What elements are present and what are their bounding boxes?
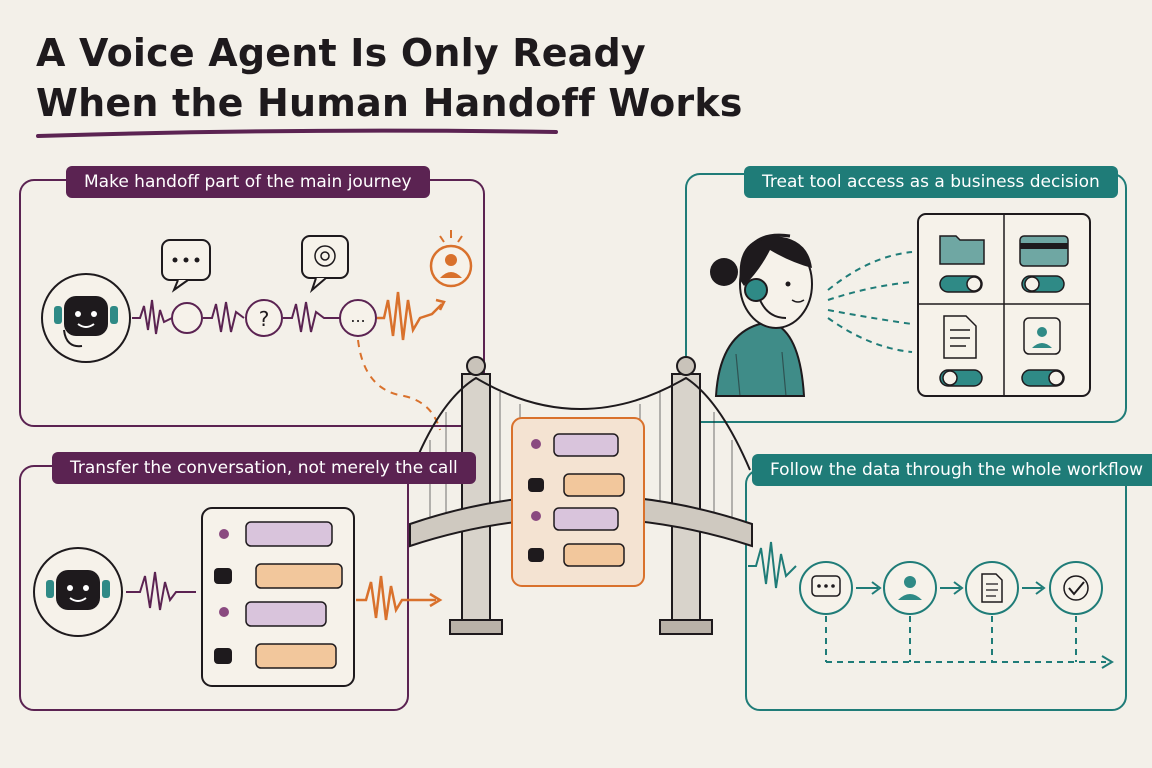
workflow-check-icon bbox=[1049, 561, 1103, 615]
workflow-data-line bbox=[825, 616, 1106, 663]
transfer-chat-lines bbox=[214, 521, 343, 669]
title-line-2: When the Human Handoff Works bbox=[36, 81, 743, 125]
workflow-chat-icon bbox=[799, 561, 853, 615]
workflow-data-arrowhead bbox=[1101, 655, 1114, 669]
transfer-arrowhead bbox=[429, 592, 443, 608]
bridge-chat-lines bbox=[528, 433, 625, 567]
transfer-transcript-card bbox=[201, 507, 355, 687]
tools-panel-label: Treat tool access as a business decision bbox=[744, 166, 1118, 198]
ai-thought-icon bbox=[301, 235, 349, 294]
journey-wave bbox=[132, 299, 173, 335]
credit-card-icon bbox=[1019, 235, 1069, 267]
title-line-1: A Voice Agent Is Only Ready bbox=[36, 31, 646, 75]
journey-step-start bbox=[171, 302, 203, 334]
transfer-wave bbox=[126, 571, 196, 611]
journey-dots: ... bbox=[350, 307, 365, 326]
workflow-arrow-2 bbox=[940, 581, 964, 595]
journey-wave-2 bbox=[203, 301, 245, 333]
journey-dashed-connector bbox=[357, 339, 441, 431]
folder-icon bbox=[939, 235, 985, 265]
journey-wave-3 bbox=[283, 301, 340, 333]
profile-toggle[interactable] bbox=[1021, 369, 1065, 387]
workflow-wave bbox=[748, 541, 797, 589]
folder-toggle[interactable] bbox=[939, 275, 983, 293]
transfer-orange-wave bbox=[356, 575, 436, 621]
journey-panel-label: Make handoff part of the main journey bbox=[66, 166, 430, 198]
profile-card-icon bbox=[1023, 317, 1061, 355]
journey-orange-wave bbox=[377, 291, 443, 341]
tool-dashed-links bbox=[827, 251, 913, 353]
transfer-robot-avatar bbox=[33, 547, 123, 637]
document-toggle[interactable] bbox=[939, 369, 983, 387]
chat-bubble-icon bbox=[161, 239, 211, 293]
workflow-person-icon bbox=[883, 561, 937, 615]
transfer-panel-label: Transfer the conversation, not merely th… bbox=[52, 452, 476, 484]
journey-step-dots bbox=[339, 299, 377, 337]
human-agent-headset bbox=[710, 233, 813, 397]
page-title: A Voice Agent Is Only Ready When the Hum… bbox=[36, 28, 743, 128]
human-agent-icon bbox=[429, 230, 473, 288]
title-underline bbox=[36, 128, 558, 138]
journey-question-mark: ? bbox=[259, 307, 270, 331]
credit-card-toggle[interactable] bbox=[1021, 275, 1065, 293]
workflow-arrow-3 bbox=[1022, 581, 1046, 595]
journey-step-question bbox=[245, 299, 283, 337]
document-icon bbox=[943, 315, 977, 359]
workflow-arrow-1 bbox=[856, 581, 882, 595]
journey-arrowhead bbox=[435, 298, 446, 311]
journey-robot-avatar bbox=[41, 273, 131, 363]
workflow-panel-label: Follow the data through the whole workfl… bbox=[752, 454, 1152, 486]
workflow-document-icon bbox=[965, 561, 1019, 615]
